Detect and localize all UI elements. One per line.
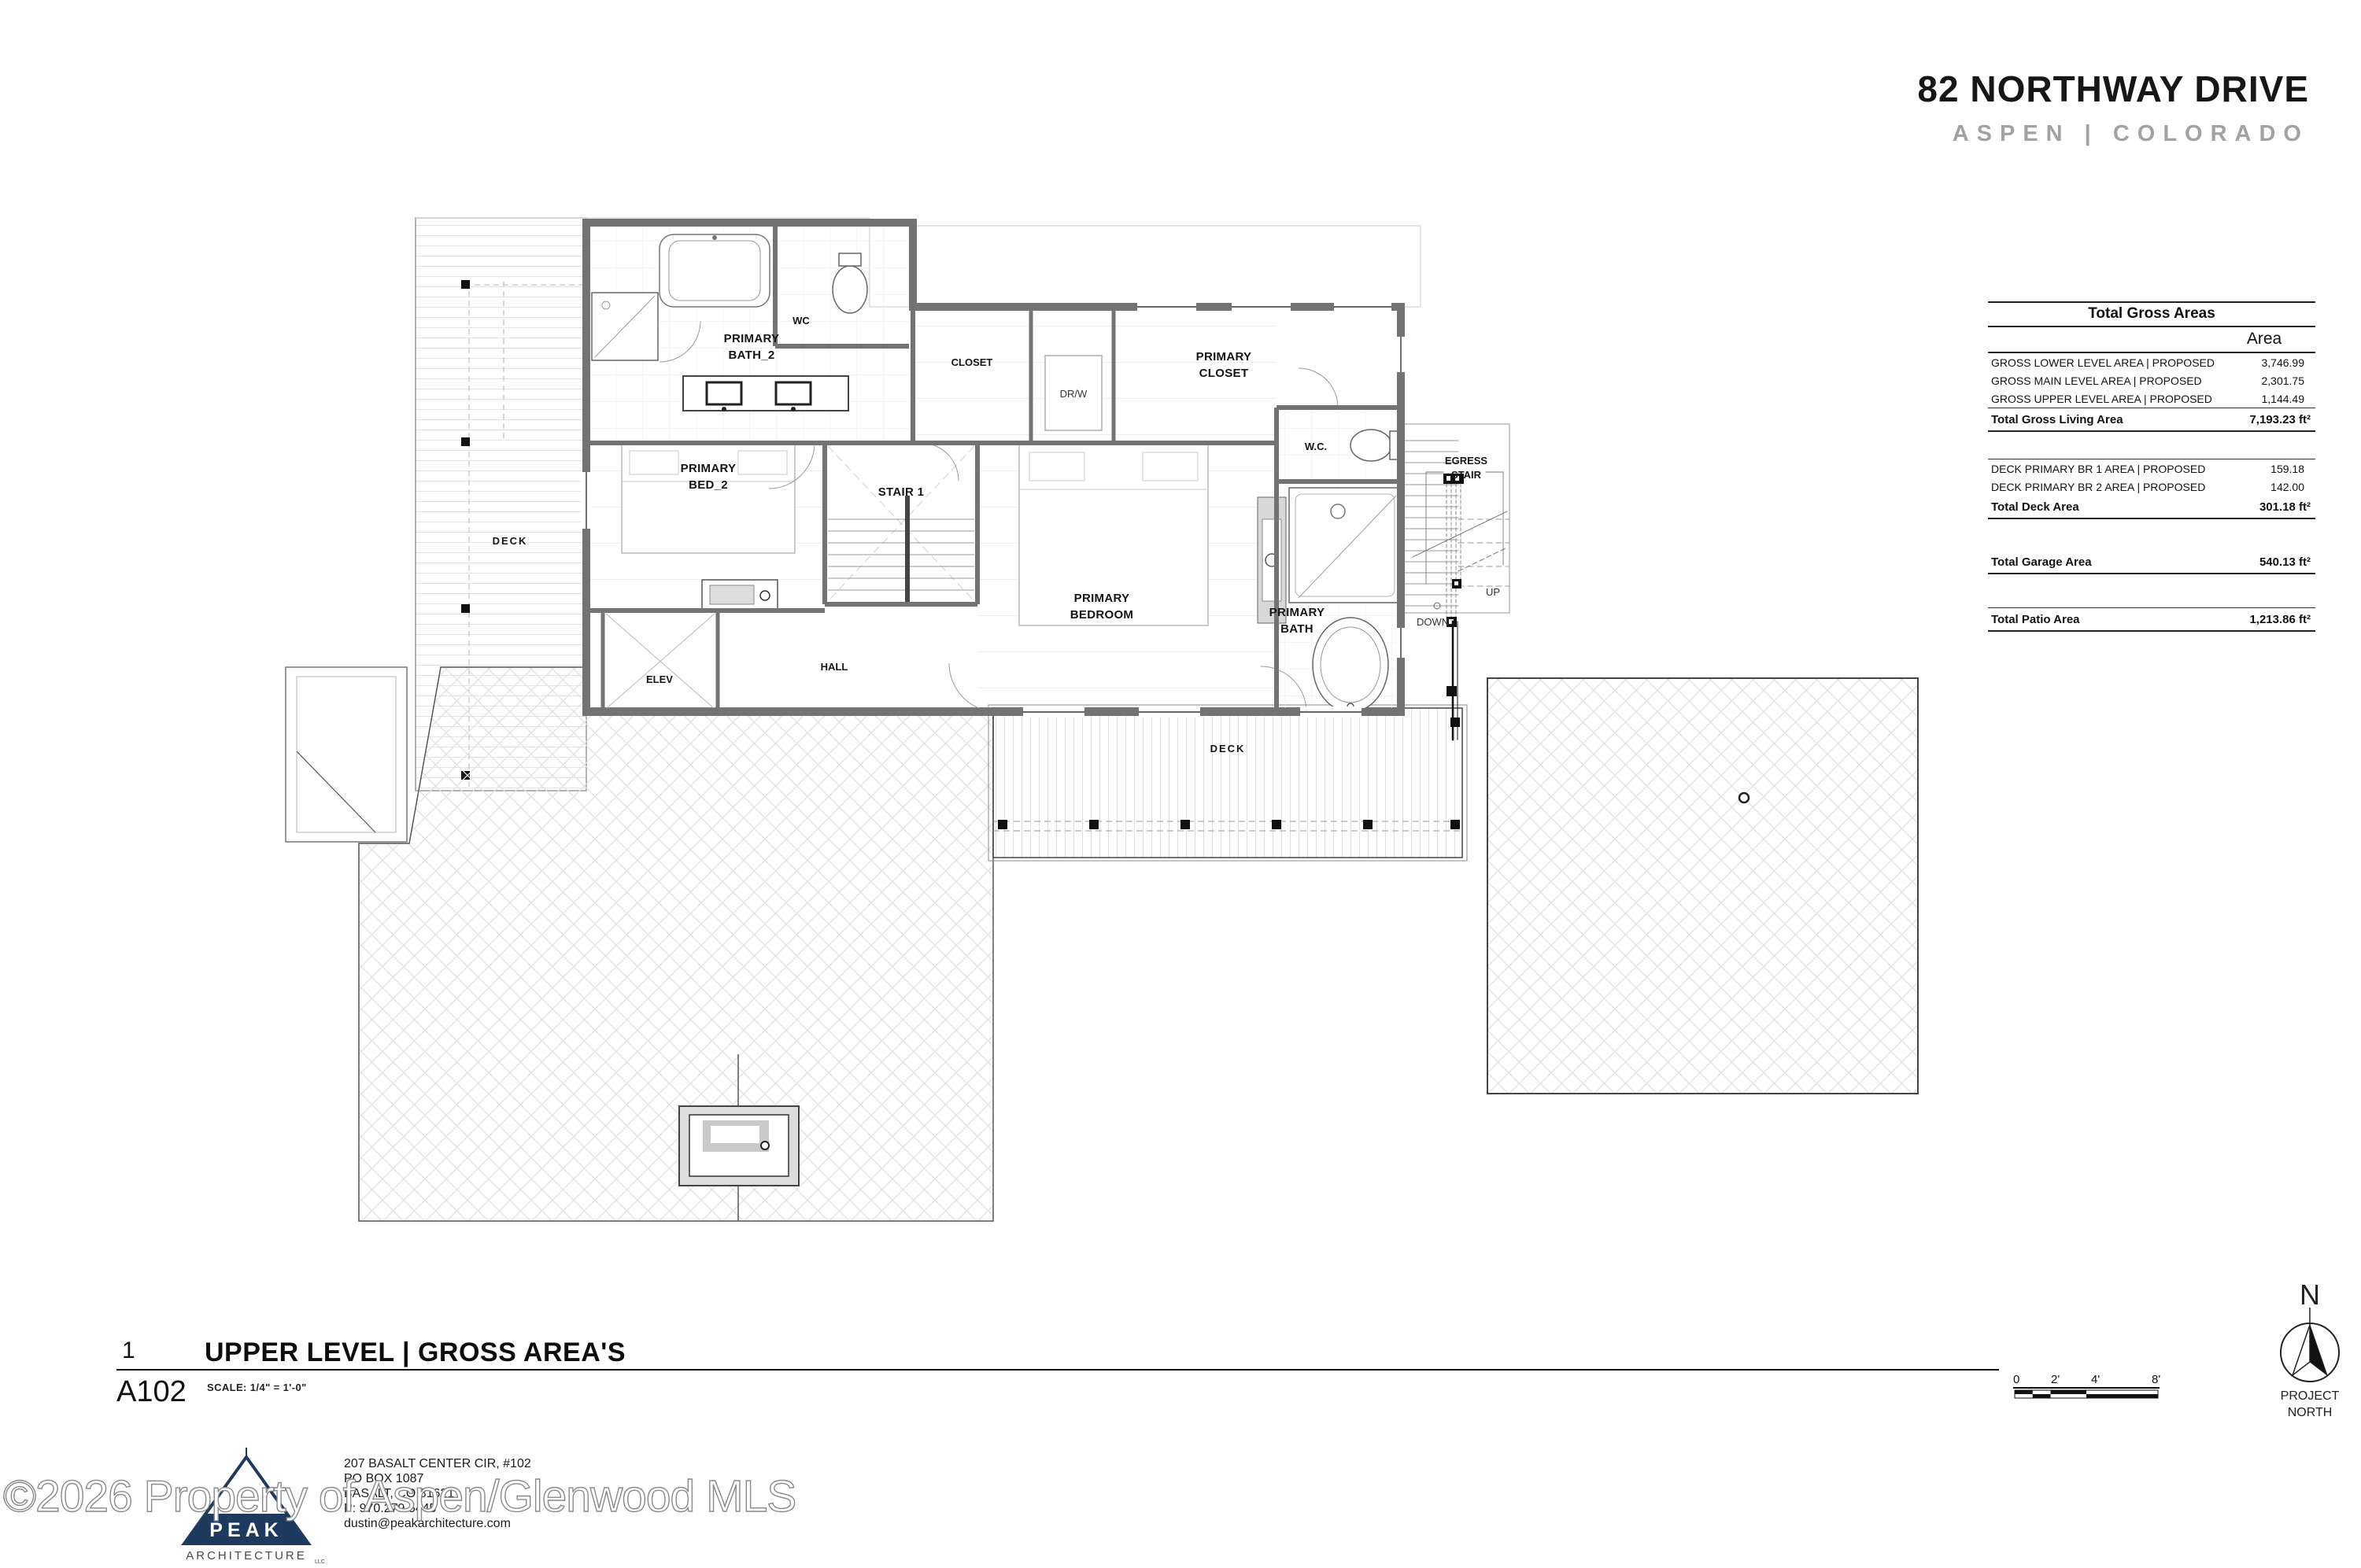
detail-number: 1 bbox=[122, 1337, 135, 1363]
primary-closet-label-line1: PRIMARY bbox=[1196, 350, 1252, 363]
scale-tick-0: 0 bbox=[2013, 1373, 2019, 1386]
firm-address-block: 207 BASALT CENTER CIR, #102 PO BOX 1087 … bbox=[344, 1456, 531, 1531]
header: 82 NORTHWAY DRIVE ASPEN | COLORADO bbox=[1917, 68, 2309, 147]
firm-logo: PEAK ARCHITECTURE LLC bbox=[181, 1448, 325, 1565]
elevator bbox=[605, 613, 715, 710]
washer-dryer bbox=[1044, 355, 1103, 431]
table-column-header: Area bbox=[1988, 327, 2315, 353]
shower-2 bbox=[591, 292, 659, 361]
north-n: N bbox=[2300, 1278, 2320, 1311]
mls-watermark: ©2026 Property of Aspen/Glenwood MLS bbox=[2, 1470, 797, 1522]
gross-areas-table: Total Gross Areas Area GROSS LOWER LEVEL… bbox=[1988, 301, 2315, 632]
scale-tick-2: 2' bbox=[2051, 1373, 2060, 1386]
logo-peak-text: PEAK bbox=[209, 1519, 283, 1541]
windows bbox=[581, 301, 1406, 718]
primary-bedroom-label-line2: BEDROOM bbox=[1070, 608, 1133, 622]
project-address: 82 NORTHWAY DRIVE bbox=[1917, 68, 2309, 109]
stair1-label: STAIR 1 bbox=[878, 485, 925, 499]
hall-label: HALL bbox=[821, 661, 848, 673]
table-row: DECK PRIMARY BR 2 AREA | PROPOSED 142.00 bbox=[1991, 480, 2304, 493]
closet-label: CLOSET bbox=[951, 356, 993, 368]
primary-bath2-label-line1: PRIMARY bbox=[724, 332, 780, 345]
media-wall bbox=[1257, 496, 1287, 624]
logo-architecture-text: ARCHITECTURE bbox=[186, 1549, 307, 1562]
project-north: N PROJECT NORTH bbox=[2280, 1278, 2340, 1419]
table-row: GROSS UPPER LEVEL AREA | PROPOSED 1,144.… bbox=[1991, 392, 2304, 405]
logo-trapezoid bbox=[186, 1514, 307, 1542]
tub-primary bbox=[1312, 617, 1389, 713]
primary-bedroom-label-line1: PRIMARY bbox=[1074, 592, 1130, 605]
bed-2 bbox=[621, 444, 796, 554]
egress-stair-label-line2: STAIR bbox=[1451, 469, 1482, 481]
toilet-wc-top bbox=[832, 253, 868, 314]
wc-top-label: WC bbox=[793, 315, 810, 327]
titleblock-divider bbox=[116, 1369, 1999, 1371]
down-label: DOWN bbox=[1417, 616, 1449, 628]
primary-bath2-label-line2: BATH_2 bbox=[728, 349, 774, 362]
scale-tick-4: 4' bbox=[2091, 1373, 2100, 1386]
sheet-number: A102 bbox=[116, 1375, 187, 1408]
project-location: ASPEN | COLORADO bbox=[1952, 121, 2309, 146]
primary-bed2-label-line2: BED_2 bbox=[689, 478, 728, 492]
north-needle-right bbox=[2309, 1324, 2329, 1377]
logo-llc-text: LLC bbox=[315, 1559, 325, 1565]
firm-address-line4: P: 970.279.5445 bbox=[344, 1502, 437, 1515]
hall-fireplace bbox=[701, 579, 778, 611]
total-living-row: Total Gross Living Area 7,193.23 ft² bbox=[1988, 408, 2315, 432]
firm-address-line2: PO BOX 1087 bbox=[344, 1472, 424, 1485]
table-row: DECK PRIMARY BR 1 AREA | PROPOSED 159.18 bbox=[1988, 459, 2315, 478]
total-patio-row: Total Patio Area 1,213.86 ft² bbox=[1988, 607, 2315, 632]
roof-below-left bbox=[285, 666, 408, 843]
primary-closet-label-line2: CLOSET bbox=[1199, 367, 1249, 380]
toilet-primary-bath bbox=[1350, 429, 1402, 462]
sheet-title: UPPER LEVEL | GROSS AREA'S bbox=[205, 1337, 626, 1367]
primary-bed2-label-line1: PRIMARY bbox=[681, 462, 737, 475]
total-garage-row: Total Garage Area 540.13 ft² bbox=[1988, 551, 2315, 574]
table-row: GROSS MAIN LEVEL AREA | PROPOSED 2,301.7… bbox=[1991, 374, 2304, 387]
scale-tick-8: 8' bbox=[2152, 1373, 2160, 1386]
egress-stair-label-line1: EGRESS bbox=[1445, 455, 1488, 467]
firm-email: dustin@peakarchitecture.com bbox=[344, 1517, 511, 1530]
roof-overhang-outline bbox=[869, 225, 1421, 308]
firm-address-line1: 207 BASALT CENTER CIR, #102 bbox=[344, 1457, 531, 1470]
patio-structure bbox=[678, 1054, 800, 1221]
deck-left-label: DECK bbox=[493, 535, 528, 547]
patio-lower-left bbox=[358, 666, 994, 1222]
scale-bar: 0 2' 4' 8' bbox=[2013, 1373, 2160, 1399]
north-needle-left bbox=[2291, 1324, 2311, 1378]
table-title: Total Gross Areas bbox=[1988, 301, 2315, 327]
area-column-header: Area bbox=[2246, 330, 2282, 348]
vanity-double-sink bbox=[682, 375, 849, 411]
primary-bath-label-line2: BATH bbox=[1280, 622, 1314, 636]
patio-right bbox=[1487, 677, 1919, 1094]
total-deck-row: Total Deck Area 301.18 ft² bbox=[1988, 496, 2315, 519]
shower-primary bbox=[1288, 487, 1402, 603]
elev-label: ELEV bbox=[646, 673, 673, 685]
bathtub-2 bbox=[659, 234, 770, 308]
up-label: UP bbox=[1486, 586, 1500, 598]
firm-address-line3: BASALT, CO 81621 bbox=[344, 1487, 455, 1500]
project-north-label-line1: PROJECT bbox=[2281, 1389, 2340, 1403]
drw-label: DR/W bbox=[1060, 388, 1088, 400]
primary-bath-label-line1: PRIMARY bbox=[1269, 606, 1325, 619]
table-row: GROSS LOWER LEVEL AREA | PROPOSED 3,746.… bbox=[1991, 356, 2304, 369]
project-north-label-line2: NORTH bbox=[2288, 1406, 2333, 1419]
wc-bath-label: W.C. bbox=[1305, 441, 1327, 452]
bed-primary bbox=[1018, 444, 1209, 626]
sheet-scale: SCALE: 1/4" = 1'-0" bbox=[207, 1382, 307, 1393]
scale-bar-segments bbox=[2014, 1389, 2159, 1399]
deck-bottom-label: DECK bbox=[1210, 743, 1246, 754]
deck-bottom bbox=[988, 704, 1468, 861]
patio-drain-dot bbox=[1738, 791, 1750, 804]
egress-stair: EGRESS STAIR UP DOWN bbox=[1399, 423, 1510, 741]
house-walls bbox=[582, 219, 1405, 716]
room-labels: WC PRIMARY BATH_2 CLOSET DR/W PRIMARY CL… bbox=[493, 315, 1328, 754]
stair-1 bbox=[827, 445, 975, 603]
